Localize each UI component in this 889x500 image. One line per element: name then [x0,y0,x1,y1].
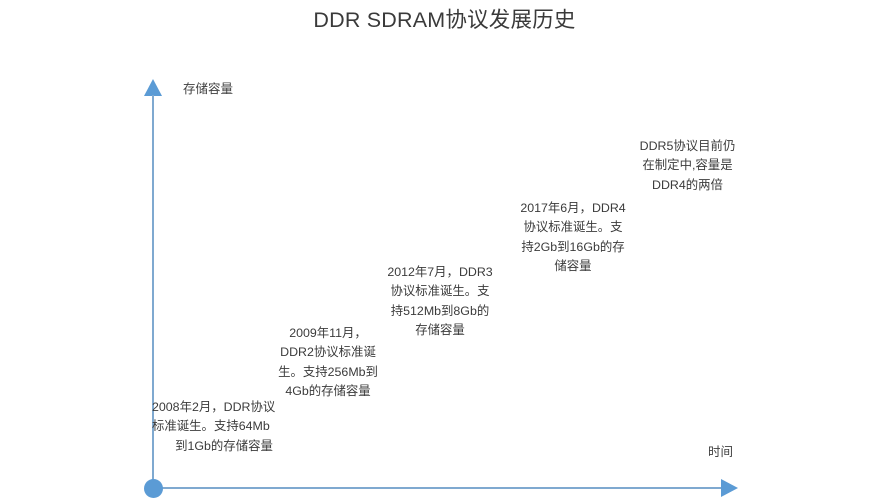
x-axis-line [153,487,723,489]
milestone-line: 4Gb的存储容量 [285,383,371,398]
y-axis-label: 存储容量 [183,82,234,96]
milestone-line: 生。支持256Mb到 [278,364,378,379]
milestone-line: 存储容量 [415,322,465,337]
milestone-line: 协议标准诞生。支 [523,220,623,235]
x-axis-label: 时间 [708,445,734,459]
milestone-line: 储容量 [554,258,592,273]
timeline-milestone-ddr: 2008年2月，DDR协议 标准诞生。支持64Mb 到1Gb的存储容量 [152,398,296,456]
milestone-line: 持2Gb到16Gb的存 [521,239,625,254]
timeline-milestone-ddr5: DDR5协议目前仍 在制定中,容量是 DDR4的两倍 [630,137,745,195]
milestone-line: 到1Gb的存储容量 [175,438,273,453]
arrow-right-icon [721,479,738,497]
y-axis-line [152,95,154,487]
milestone-line: DDR5协议目前仍 [639,139,736,153]
milestone-line: 2012年7月，DDR3 [387,265,493,279]
timeline-milestone-ddr2: 2009年11月， DDR2协议标准诞 生。支持256Mb到 4Gb的存储容量 [263,324,393,401]
milestone-line: 2008年2月，DDR协议 [152,400,276,414]
milestone-line: DDR2协议标准诞 [280,345,376,360]
page-title: DDR SDRAM协议发展历史 [313,8,576,32]
timeline-milestone-ddr4: 2017年6月，DDR4 协议标准诞生。支 持2Gb到16Gb的存 储容量 [511,199,635,276]
milestone-line: 2009年11月， [289,326,367,340]
milestone-line: DDR4的两倍 [652,177,723,192]
milestone-line: 持512Mb到8Gb的 [390,303,490,318]
milestone-line: 2017年6月，DDR4 [520,201,626,215]
milestone-line: 协议标准诞生。支 [390,284,490,299]
circle-marker-icon [144,479,163,498]
milestone-line: 在制定中,容量是 [642,158,733,173]
timeline-milestone-ddr3: 2012年7月，DDR3 协议标准诞生。支 持512Mb到8Gb的 存储容量 [378,263,502,340]
arrow-up-icon [144,79,162,96]
milestone-line: 标准诞生。支持64Mb [152,419,270,434]
